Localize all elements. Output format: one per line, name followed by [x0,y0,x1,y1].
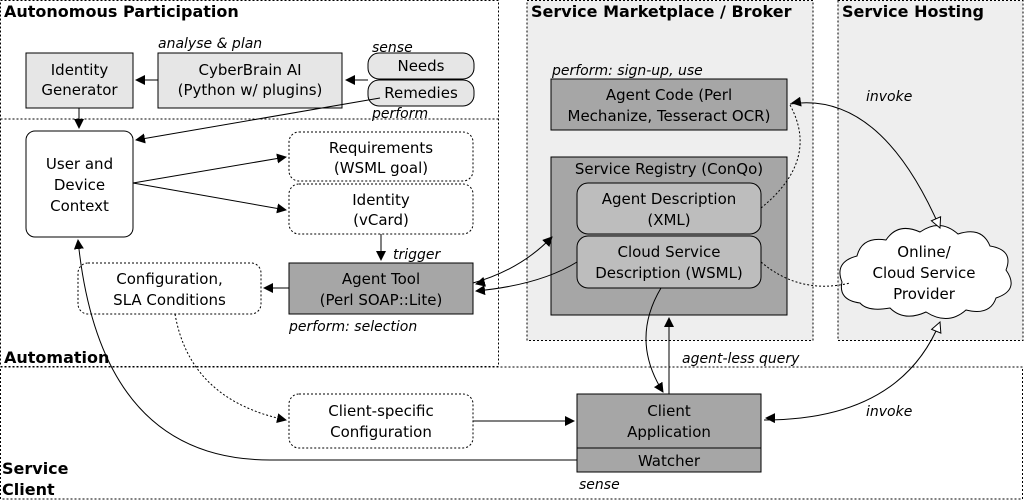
perform-signup-label: perform: sign-up, use [551,63,703,79]
dotted-configuration-to-client-config [174,313,287,424]
agent-less-query-label: agent-less query [682,351,800,367]
cloud-provider-label-2: Cloud Service [872,264,975,282]
agent-description-label-2: (XML) [647,211,690,229]
agent-description-box [576,182,762,235]
cloud-provider-label-1: Online/ [897,243,951,261]
perform-selection-label: perform: selection [288,319,417,335]
arrow-invoke-client-to-provider [763,322,940,421]
client-specific-config-label-2: Configuration [330,423,432,441]
configuration-sla-label-2: SLA Conditions [113,291,226,309]
needs-box [367,52,475,80]
arrow-registry-to-client [645,287,664,393]
invoke-bottom-label: invoke [866,404,912,420]
service-client-title-line2: Client [2,480,55,499]
arrow-watcher-to-context [73,239,577,461]
arrow-perform-to-context [135,97,381,144]
arrow-cloud-description-to-agent-tool [475,261,578,296]
client-specific-config-label-1: Client-specific [328,402,434,420]
cloud-service-description-label-1: Cloud Service [617,243,720,261]
user-device-context-label-2: Device [54,176,105,194]
cyberbrain-label-1: CyberBrain AI [198,61,301,79]
identity-label-1: Identity [352,191,410,209]
agent-tool-label-2: (Perl SOAP::Lite) [320,291,443,309]
trigger-label: trigger [393,247,442,263]
client-application-label-1: Client [647,402,691,420]
remedies-box [367,79,475,107]
agent-description-label-1: Agent Description [602,190,737,208]
configuration-sla-box [77,262,262,315]
cyberbrain-label-2: (Python w/ plugins) [178,81,323,99]
service-client-region [0,366,1023,500]
requirements-box [288,131,474,182]
autonomous-participation-title: Autonomous Participation [4,2,239,21]
requirements-label-2: (WSML goal) [334,159,428,177]
automation-title: Automation [4,348,109,367]
user-device-context-label-3: Context [50,197,109,215]
agent-tool-box [288,262,474,315]
user-device-context-box [25,130,134,238]
remedies-label: Remedies [384,84,458,102]
watcher-label: Watcher [638,452,701,470]
arrow-context-to-requirements [132,153,287,184]
sense-bottom-label: sense [579,477,620,493]
user-device-context-label-1: User and [46,155,113,173]
identity-generator-label-2: Generator [41,81,118,99]
service-hosting-title: Service Hosting [842,2,984,21]
configuration-sla-label-1: Configuration, [116,270,223,288]
perform-top-label: perform [371,106,428,122]
agent-tool-label-1: Agent Tool [342,270,420,288]
cloud-service-description-label-2: Description (WSML) [595,264,743,282]
agent-code-label-1: Agent Code (Perl [606,86,732,104]
identity-box [288,183,474,235]
analyse-plan-label: analyse & plan [158,36,262,52]
client-application-box [576,393,762,449]
requirements-label-1: Requirements [329,139,433,157]
dotted-agent-description-to-agent-code [760,104,801,209]
dotted-cloud-description-to-provider [760,261,851,287]
cloud-provider-label-3: Provider [893,285,956,303]
service-registry-label: Service Registry (ConQo) [575,160,763,178]
invoke-top-label: invoke [866,89,912,105]
sense-top-label: sense [372,40,413,56]
needs-label: Needs [397,57,444,75]
client-application-label-2: Application [627,423,711,441]
cloud-provider-shape [839,225,1012,319]
service-client-title-line1: Service [2,459,69,478]
agent-code-label-2: Mechanize, Tesseract OCR) [568,107,771,125]
identity-generator-box [25,52,134,109]
identity-generator-label-1: Identity [51,61,109,79]
agent-code-box [550,78,788,131]
identity-label-2: (vCard) [353,211,409,229]
arrow-context-to-identity [132,182,287,214]
service-marketplace-title: Service Marketplace / Broker [531,2,792,21]
arrow-invoke-agent-code-to-provider [789,102,940,228]
